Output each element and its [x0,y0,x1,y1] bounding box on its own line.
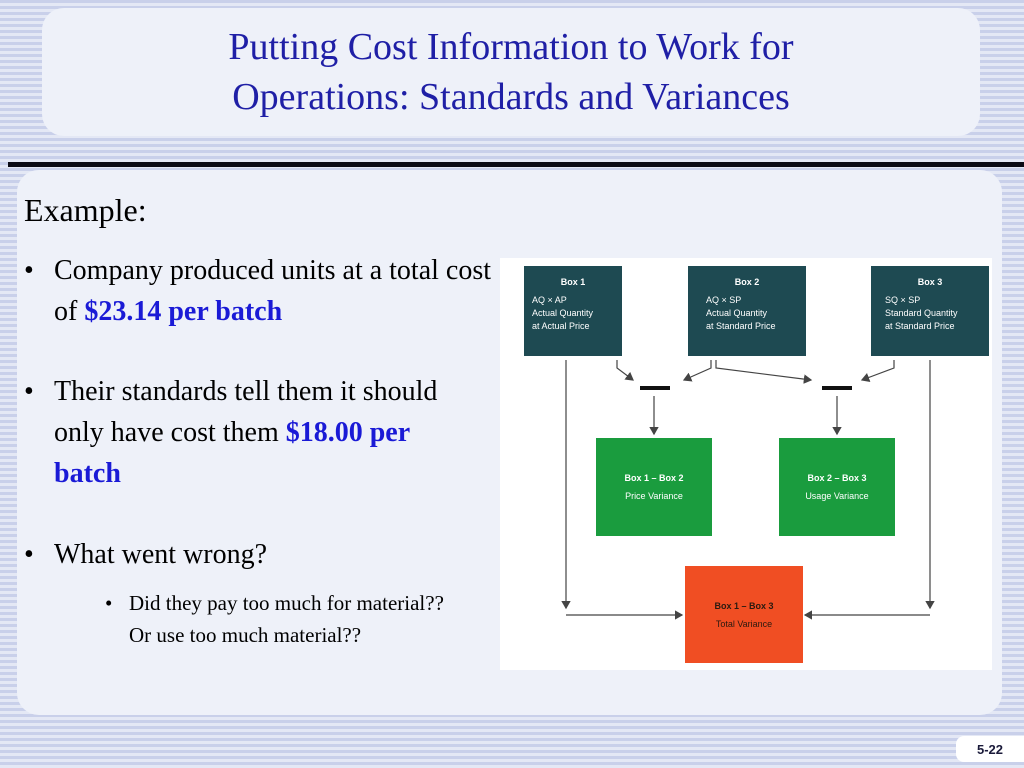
connector-box2-minus1 [682,360,712,382]
bullet-text-plain: Company produced units at a total cost o… [54,255,492,327]
box-1: Box 1 AQ × AP Actual Quantity at Actual … [524,266,622,356]
divider-bar [8,162,1024,167]
box-1-formula: AQ × AP [532,295,567,305]
box-2-line2: Actual Quantity [706,308,768,318]
bullet-text-plain: Their standards tell them it should only… [54,376,438,448]
box-3-line2: Standard Quantity [885,308,958,318]
minus-sign-2 [822,386,852,390]
sub-bullet-text: Did they pay too much for material?? Or … [129,591,444,647]
price-variance-title: Box 1 – Box 2 [624,473,684,483]
bullet-dot: • [24,376,34,407]
bullet-dot: • [24,255,34,286]
price-variance-box: Box 1 – Box 2 Price Variance [596,438,712,536]
box-2-formula: AQ × SP [706,295,742,305]
connector-box1-minus1 [616,360,634,381]
diagram-connectors [561,360,935,620]
slide-title-line-1: Putting Cost Information to Work for [228,26,794,68]
box-2-line3: at Standard Price [706,321,776,331]
bullet-dot: • [24,539,34,570]
usage-variance-label: Usage Variance [805,491,869,501]
price-variance-label: Price Variance [625,491,683,501]
box-1-title: Box 1 [560,277,586,287]
usage-variance-box: Box 2 – Box 3 Usage Variance [779,438,895,536]
bullet-highlight-actual-cost: $23.14 per batch [84,296,283,327]
total-variance-title: Box 1 – Box 3 [714,601,774,611]
page-number: 5-22 [956,736,1024,762]
usage-variance-title: Box 2 – Box 3 [807,473,867,483]
box-2-title: Box 2 [734,277,760,287]
slide-title-line-2: Operations: Standards and Variances [232,76,790,118]
sub-bullet-dot: • [105,591,113,615]
connector-box2-minus2 [715,360,813,384]
connector-box3-minus2 [860,360,895,382]
box-1-line2: Actual Quantity [532,308,594,318]
title-panel: Putting Cost Information to Work for Ope… [42,8,980,136]
box-2: Box 2 AQ × SP Actual Quantity at Standar… [688,266,806,356]
bullet-text: What went wrong? [54,539,268,570]
minus-sign-1 [640,386,670,390]
variance-diagram: Box 1 AQ × AP Actual Quantity at Actual … [500,258,992,670]
total-variance-box: Box 1 – Box 3 Total Variance [685,566,803,663]
box-1-line3: at Actual Price [532,321,590,331]
example-label: Example: [24,192,147,228]
box-3-formula: SQ × SP [885,295,921,305]
total-variance-label: Total Variance [715,619,773,629]
box-3: Box 3 SQ × SP Standard Quantity at Stand… [871,266,989,356]
bullet-highlight-standard-cost: $18.00 per batch [54,417,410,489]
bullet-text: Their standards tell them it should only… [54,371,474,494]
box-3-line3: at Standard Price [885,321,955,331]
box-3-title: Box 3 [917,277,943,287]
bullet-text: Company produced units at a total cost o… [54,250,514,332]
